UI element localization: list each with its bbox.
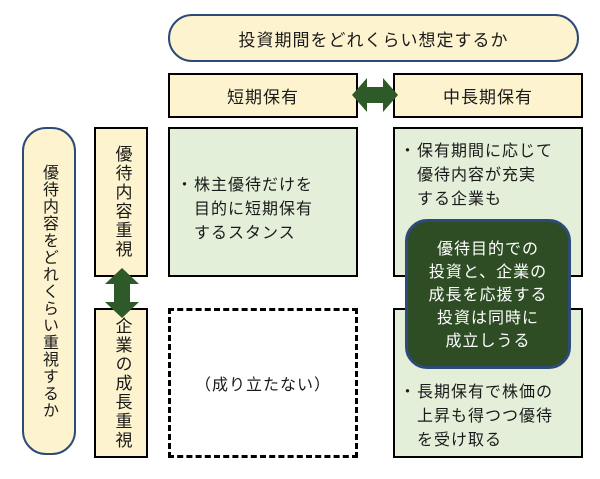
column-header-short-term: 短期保有: [168, 73, 358, 118]
row-header-benefit: 優待内容重視: [94, 127, 148, 277]
text-line: する企業も: [417, 189, 503, 208]
bullet-mark: ・: [399, 141, 417, 160]
text-line: 上昇も得つつ優待: [417, 406, 554, 425]
conclusion-line: 成長を応援する: [428, 284, 548, 304]
row-header-growth: 企業の成長重視: [94, 308, 148, 458]
conclusion-line: 投資は同時に: [436, 307, 539, 327]
investment-period-question-text: 投資期間をどれくらい想定するか: [238, 30, 509, 51]
cell-long-benefit-text: ・ 保有期間に応じて 優待内容が充実 する企業も: [399, 139, 577, 211]
conclusion-box: 優待目的での 投資と、企業の 成長を応援する 投資は同時に 成立しうる: [405, 219, 571, 369]
cell-long-growth-text: ・ 長期保有で株価の 上昇も得つつ優待 を受け取る: [399, 380, 577, 452]
cell-short-benefit: ・ 株主優待だけを 目的に短期保有 するスタンス: [168, 127, 358, 277]
text-line: 保有期間に応じて: [417, 141, 554, 160]
text-line: を受け取る: [417, 430, 503, 449]
not-applicable-text: （成り立たない）: [194, 375, 331, 394]
horizontal-double-arrow: [352, 78, 398, 112]
text-line: 目的に短期保有: [194, 199, 314, 218]
row-header-growth-label: 企業の成長重視: [111, 316, 132, 450]
investment-period-question: 投資期間をどれくらい想定するか: [168, 14, 579, 62]
conclusion-line: 優待目的での: [436, 238, 539, 258]
text-line: するスタンス: [194, 223, 296, 242]
text-line: 株主優待だけを: [194, 175, 314, 194]
vertical-double-arrow: [105, 268, 139, 318]
cell-short-growth: （成り立たない）: [168, 308, 358, 458]
text-line: 優待内容が充実: [417, 165, 537, 184]
benefit-importance-question-text: 優待内容をどれくらい重視するか: [40, 163, 59, 419]
column-header-long-term-label: 中長期保有: [443, 88, 533, 108]
text-line: 長期保有で株価の: [417, 382, 554, 401]
conclusion-line: 投資と、企業の: [428, 261, 548, 281]
column-header-short-term-label: 短期保有: [227, 88, 299, 108]
cell-short-benefit-text: ・ 株主優待だけを 目的に短期保有 するスタンス: [176, 173, 350, 245]
row-header-benefit-label: 優待内容重視: [111, 145, 132, 259]
bullet-mark: ・: [399, 382, 417, 401]
column-header-long-term: 中長期保有: [393, 73, 583, 118]
bullet-mark: ・: [176, 175, 194, 194]
conclusion-line: 成立しうる: [445, 330, 531, 350]
benefit-importance-question: 優待内容をどれくらい重視するか: [22, 127, 76, 455]
